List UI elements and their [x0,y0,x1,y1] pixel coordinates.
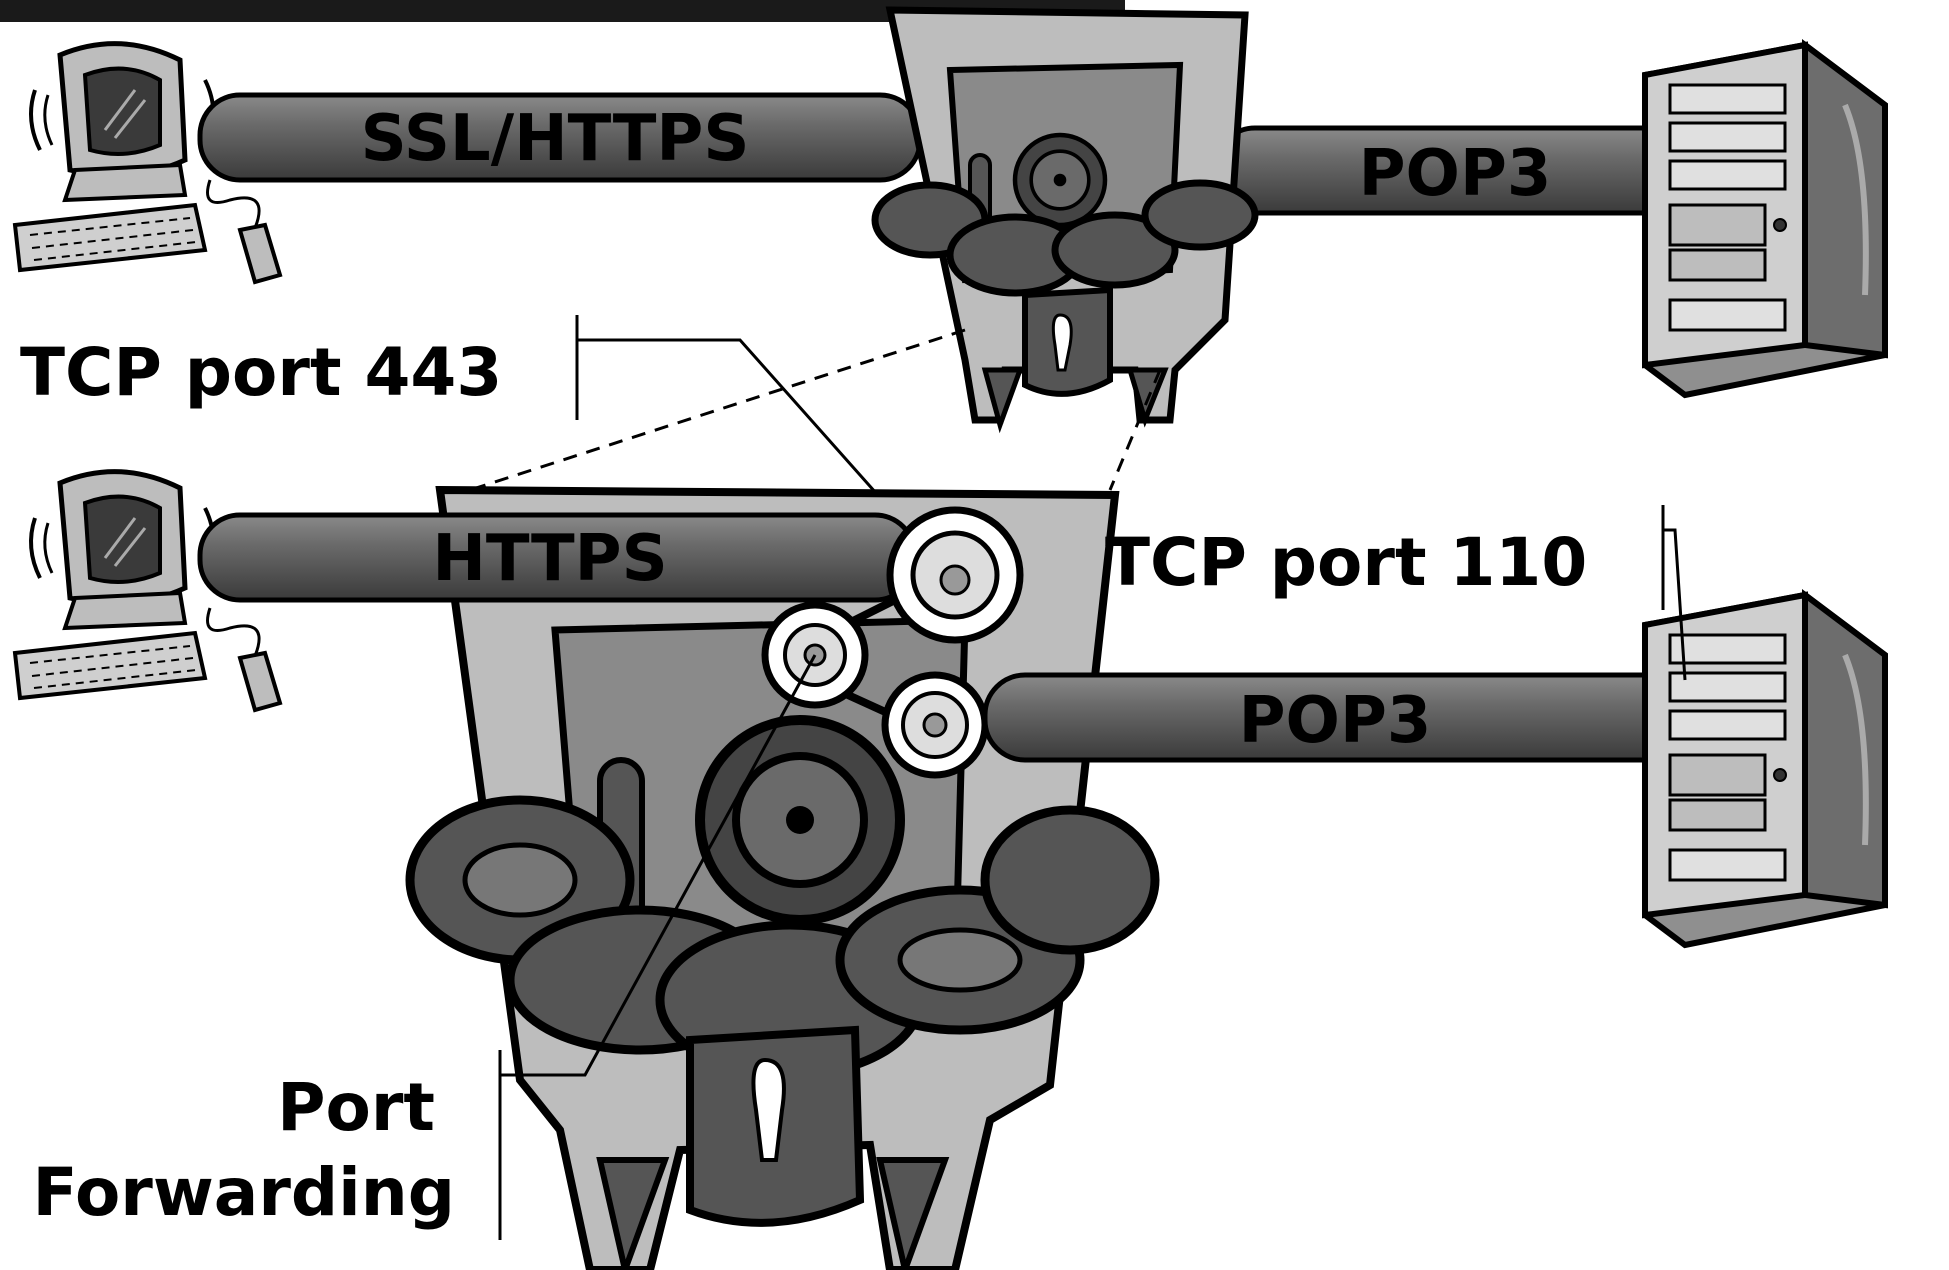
label-port-forwarding-line1: Port [277,1069,435,1146]
label-tcp-port-443: TCP port 443 [20,334,502,411]
callout-tcp-110: TCP port 110 [1105,505,1685,680]
pipe-label-pop3-bottom: POP3 [1239,684,1432,758]
pipe-label-https: HTTPS [432,522,667,596]
pipe-ssl-https: SSL/HTTPS [200,95,920,180]
pipe-pop3-top: POP3 [1215,128,1685,213]
pipe-label-pop3-top: POP3 [1359,137,1552,211]
pipe-pop3-bottom: POP3 [985,675,1685,760]
zoom-line-left [470,330,965,490]
pipe-https: HTTPS [200,515,915,600]
label-port-forwarding-line2: Forwarding [33,1154,455,1231]
server-bottom-icon [1645,595,1885,945]
server-top-icon [1645,45,1885,395]
firewall-box-large-icon [410,490,1155,1270]
pipe-label-ssl-https: SSL/HTTPS [361,102,750,176]
label-tcp-port-110: TCP port 110 [1105,524,1587,601]
firewall-box-small-icon [875,10,1255,425]
